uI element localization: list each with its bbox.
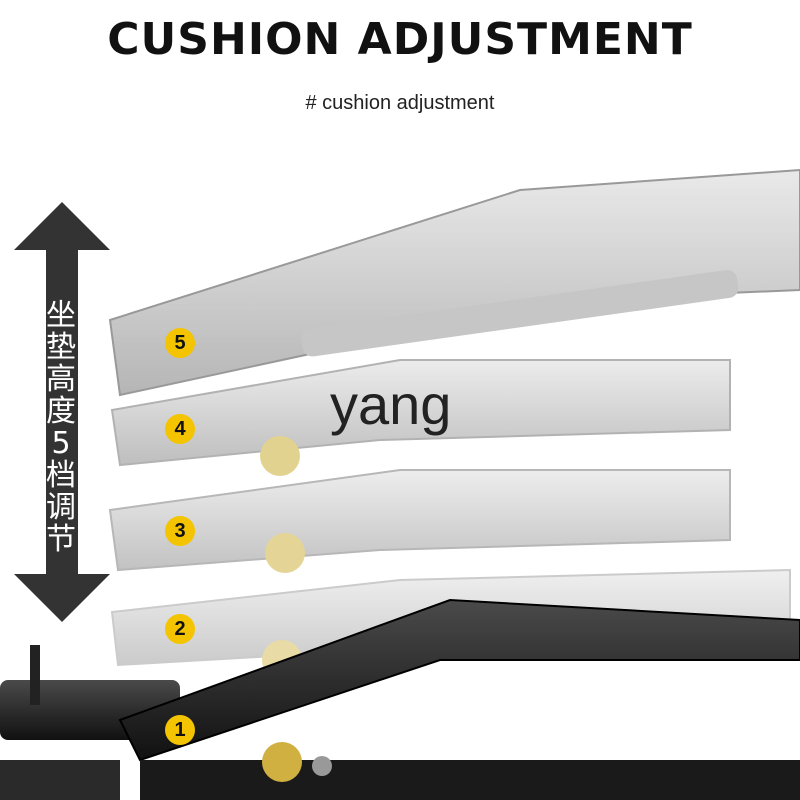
level-badge-1: 1 xyxy=(165,715,195,745)
level-badge-3: 3 xyxy=(165,516,195,546)
cushion-level-4 xyxy=(110,359,731,476)
level-badge-5: 5 xyxy=(165,328,195,358)
watermark-text: yang xyxy=(330,373,452,436)
cushion-illustration xyxy=(0,168,800,800)
level-badge-2: 2 xyxy=(165,614,195,644)
height-arrow xyxy=(14,202,110,622)
cushion-level-1 xyxy=(0,598,800,800)
subheading: # cushion adjustment xyxy=(305,92,495,114)
level-badge-4: 4 xyxy=(165,414,195,444)
side-label: 坐垫高度5档调节 xyxy=(46,298,76,557)
heading: CUSHION ADJUSTMENT xyxy=(107,14,693,65)
cushion-level-5 xyxy=(108,168,800,397)
cushion-level-3 xyxy=(108,469,731,573)
